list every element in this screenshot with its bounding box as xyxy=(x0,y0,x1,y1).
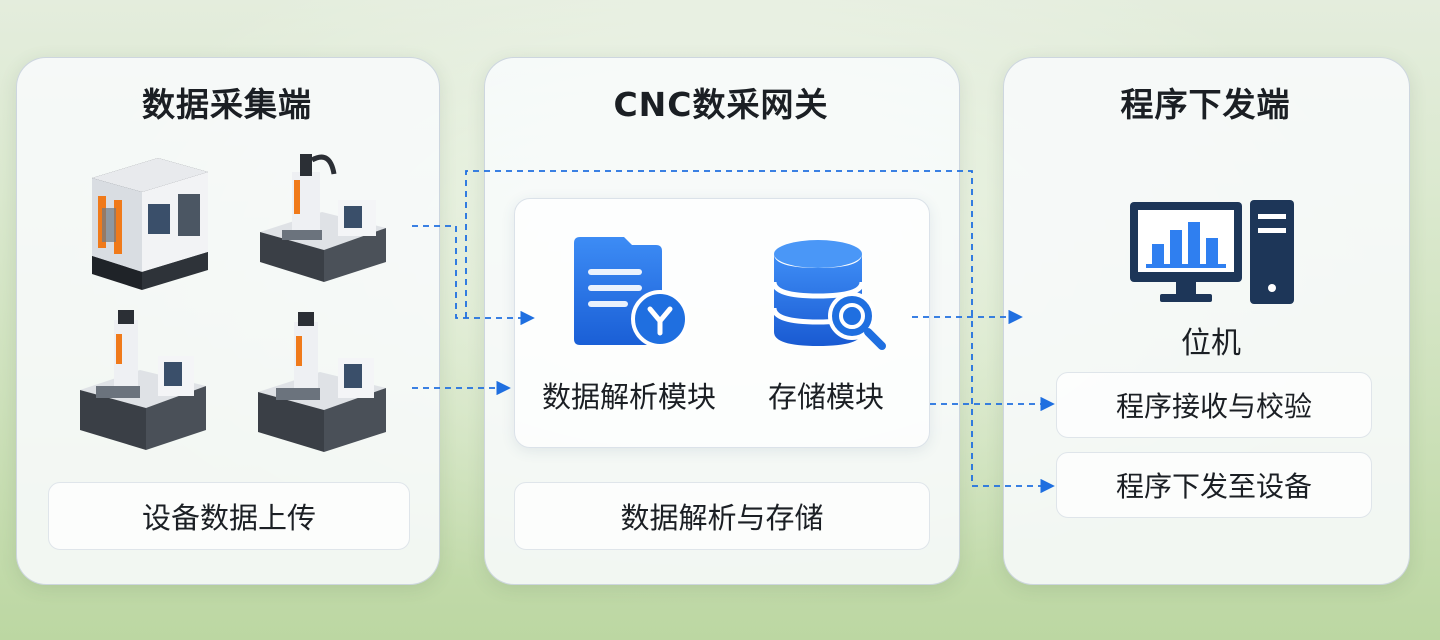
panel-title-dispatch: 程序下发端 xyxy=(1120,85,1291,124)
arrow-loop-to-dispatch-device xyxy=(465,170,1055,494)
item-program-receive-verify: 程序接收与校验 xyxy=(1056,372,1372,438)
desktop-computer-icon xyxy=(1130,200,1294,304)
caption-parse-storage: 数据解析与存储 xyxy=(514,482,930,550)
document-parse-icon xyxy=(574,237,689,348)
caption-device-upload: 设备数据上传 xyxy=(48,482,410,550)
cnc-machine-icon xyxy=(260,154,386,282)
item-program-dispatch-device: 程序下发至设备 xyxy=(1056,452,1372,518)
database-search-icon xyxy=(771,240,886,350)
host-label: 位机 xyxy=(1181,326,1241,361)
cnc-machine-icon xyxy=(80,310,206,450)
arrow-machines-top-to-parse xyxy=(412,225,535,326)
panel-title-gateway: CNC数采网关 xyxy=(613,85,829,124)
module-label-storage: 存储模块 xyxy=(767,380,884,414)
cnc-machine-icon xyxy=(258,312,386,452)
cnc-machine-icon xyxy=(92,158,208,290)
panel-title-collection: 数据采集端 xyxy=(142,85,312,124)
module-label-parse: 数据解析模块 xyxy=(541,380,716,414)
